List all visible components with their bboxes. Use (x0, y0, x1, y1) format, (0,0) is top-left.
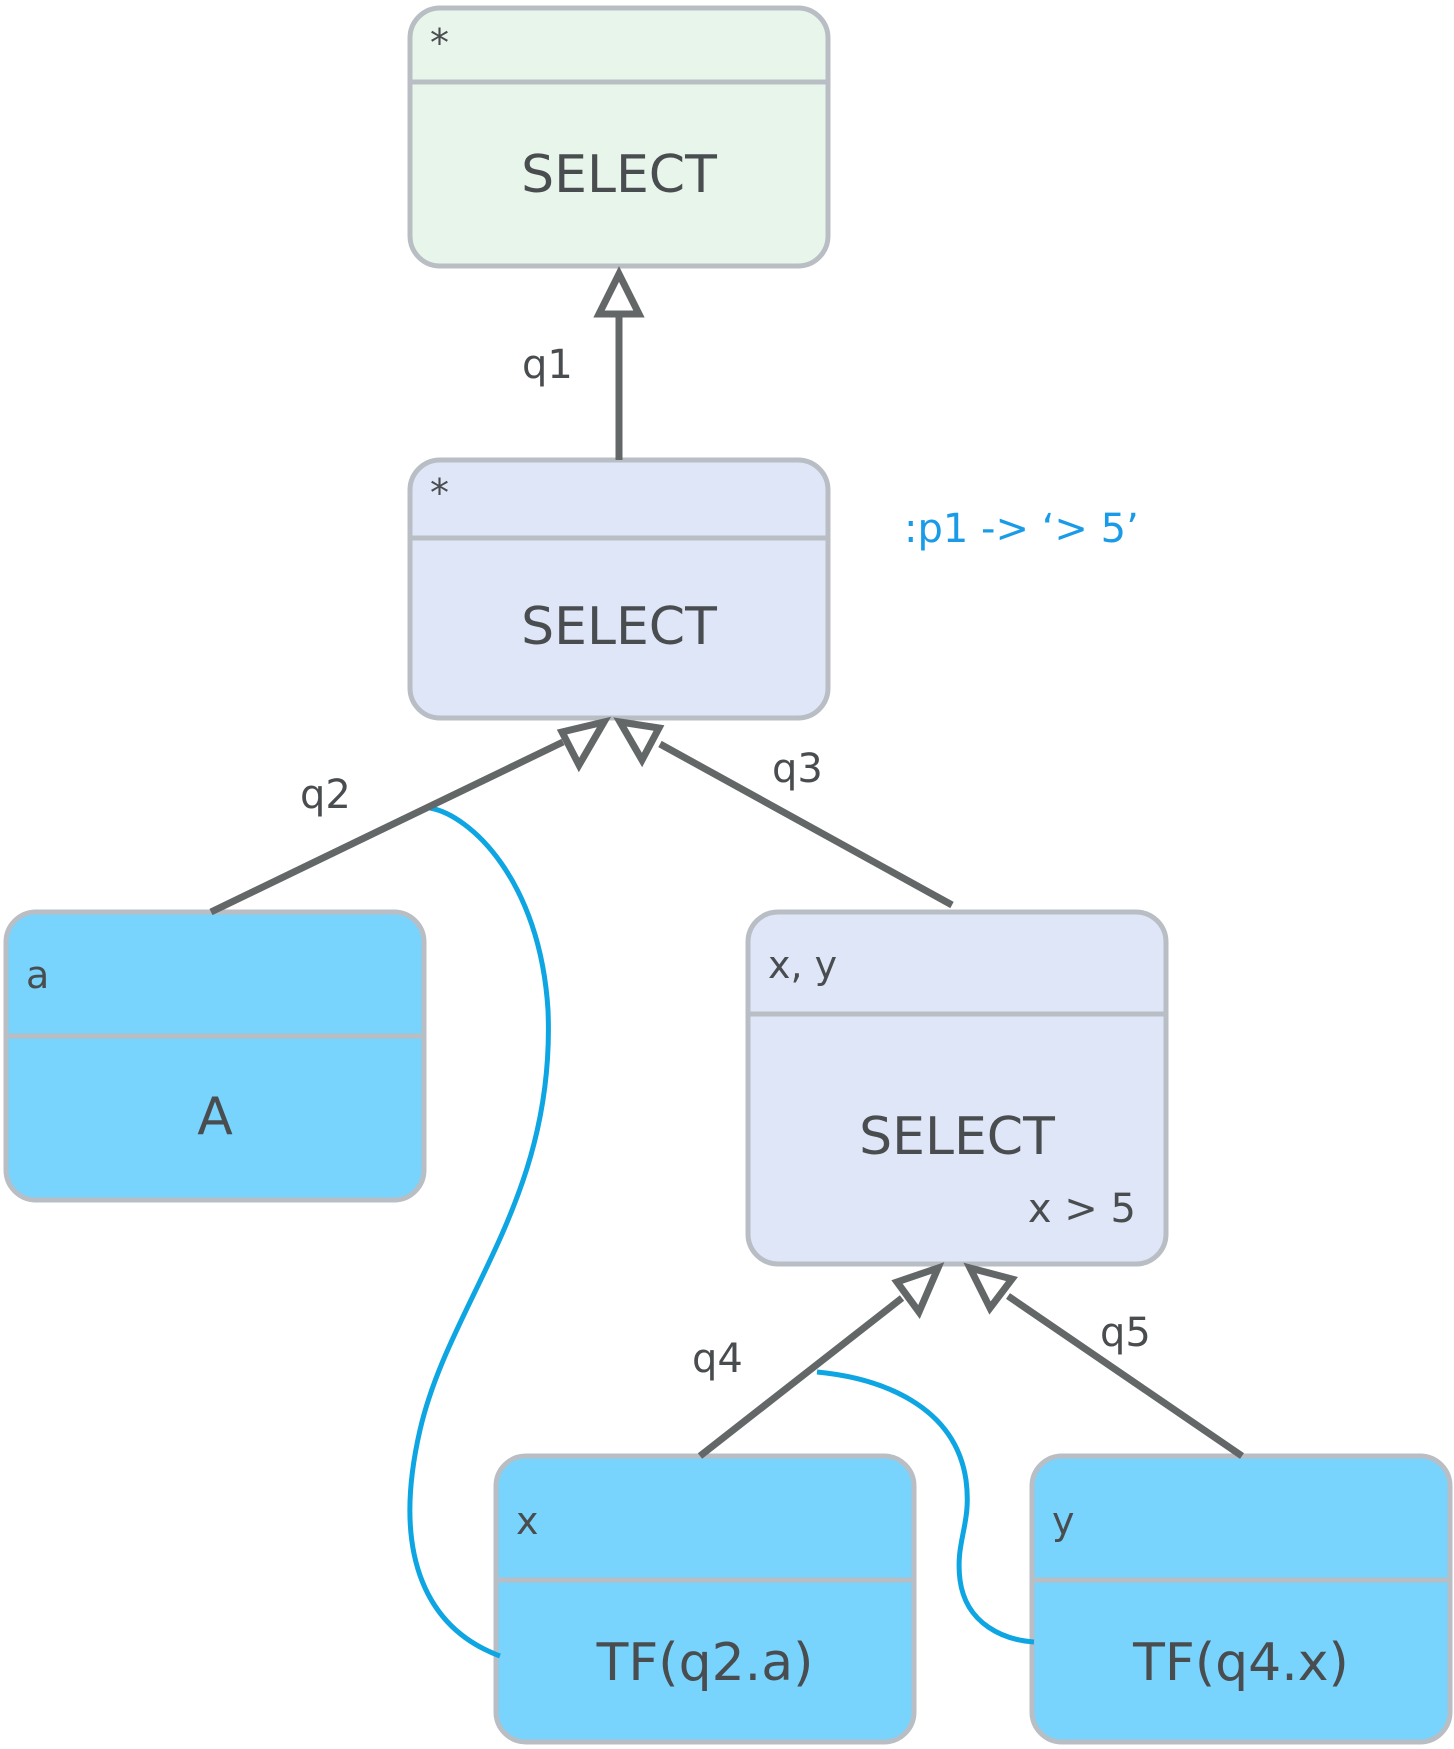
node-tf-x[interactable]: x TF(q2.a) (493, 1453, 917, 1745)
edge-label: q2 (300, 772, 351, 818)
node-condition-label: x > 5 (1028, 1186, 1136, 1232)
node-select-xy[interactable]: x, y SELECT x > 5 (745, 909, 1169, 1267)
node-body-label: SELECT (521, 597, 717, 657)
edge-line (1006, 1293, 1244, 1459)
reference-link-q2-a (407, 805, 551, 1659)
node-table-a[interactable]: a A (3, 909, 427, 1203)
parameter-annotation: :p1 -> ‘> 5’ (904, 506, 1139, 552)
arrowhead-icon (613, 717, 665, 768)
arrowhead-icon (556, 716, 612, 773)
node-body-label: TF(q4.x) (1132, 1633, 1349, 1693)
node-body-label: TF(q2.a) (596, 1633, 814, 1693)
node-header-label: x, y (768, 943, 837, 987)
node-header-label: * (430, 471, 449, 515)
node-body-label: SELECT (859, 1107, 1055, 1167)
edge-label: q4 (692, 1336, 743, 1382)
node-select-xy-box (745, 909, 1169, 1267)
edge-label: q5 (1100, 1310, 1151, 1356)
edge-line (697, 1295, 905, 1459)
arrowhead-icon (963, 1262, 1018, 1315)
arrowhead-icon (891, 1262, 945, 1319)
edge-q2: q2 (209, 716, 612, 916)
edge-q3: q3 (613, 717, 954, 909)
edge-line (209, 738, 565, 916)
node-tf-y-box (1029, 1453, 1453, 1745)
edge-q4: q4 (692, 1262, 945, 1459)
edge-label: q1 (522, 342, 573, 388)
arrowhead-icon (593, 266, 645, 318)
node-header-label: y (1052, 1499, 1075, 1543)
edge-q1: q1 (522, 266, 645, 460)
node-select-top[interactable]: * SELECT (407, 5, 831, 269)
node-header-label: x (516, 1499, 539, 1543)
node-body-label: A (197, 1087, 233, 1147)
node-header-label: * (430, 21, 449, 65)
edge-label: q3 (772, 746, 823, 792)
node-select-mid[interactable]: * SELECT (407, 457, 831, 721)
reference-link-q4-x (816, 1369, 1035, 1645)
node-body-label: SELECT (521, 145, 717, 205)
node-tf-y[interactable]: y TF(q4.x) (1029, 1453, 1453, 1745)
node-select-mid-box (407, 457, 831, 721)
node-tf-x-box (493, 1453, 917, 1745)
edge-line (658, 740, 954, 909)
node-header-label: a (26, 953, 49, 997)
edge-q5: q5 (963, 1262, 1244, 1459)
node-select-top-box (407, 5, 831, 269)
node-table-a-box (3, 909, 427, 1203)
